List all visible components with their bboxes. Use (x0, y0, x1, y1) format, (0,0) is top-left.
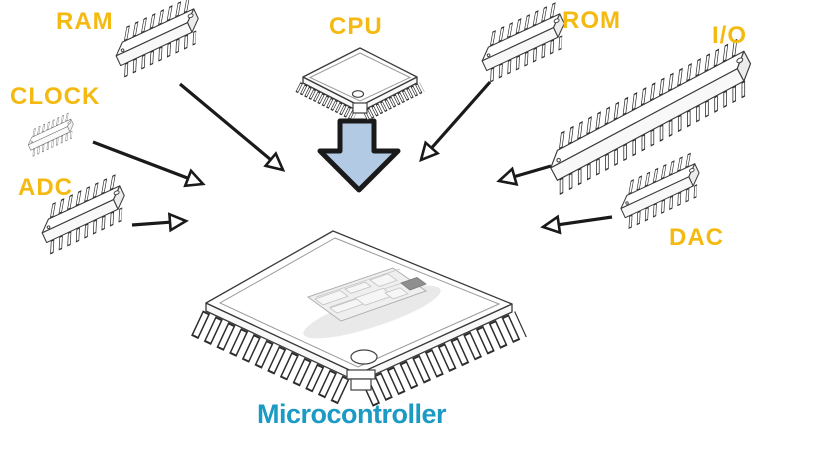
ram-chip-icon (109, 2, 207, 71)
label-rom: ROM (562, 7, 621, 34)
rom-chip-icon (475, 7, 573, 76)
arrow-dac-to-mcu (540, 214, 613, 235)
label-dac: DAC (669, 224, 724, 251)
microcontroller-chip-icon (191, 230, 527, 407)
label-adc: ADC (18, 174, 73, 201)
label-cpu: CPU (329, 13, 383, 40)
io-chip-icon (541, 44, 761, 187)
arrow-rom-to-mcu (419, 80, 492, 163)
cpu-block-arrow (317, 118, 401, 193)
dac-chip-icon (615, 157, 708, 223)
label-microcontroller: Microcontroller (257, 399, 447, 429)
label-ram: RAM (56, 8, 114, 35)
cpu-chip-icon (295, 47, 425, 121)
label-clock: CLOCK (10, 83, 101, 110)
arrow-ram-to-mcu (178, 82, 286, 172)
clock-chip-icon (25, 115, 79, 153)
label-io: I/O (712, 22, 748, 49)
arrow-clock-to-mcu (92, 140, 206, 188)
arrow-adc-to-mcu (131, 212, 189, 233)
arrow-io-to-mcu (496, 164, 552, 186)
